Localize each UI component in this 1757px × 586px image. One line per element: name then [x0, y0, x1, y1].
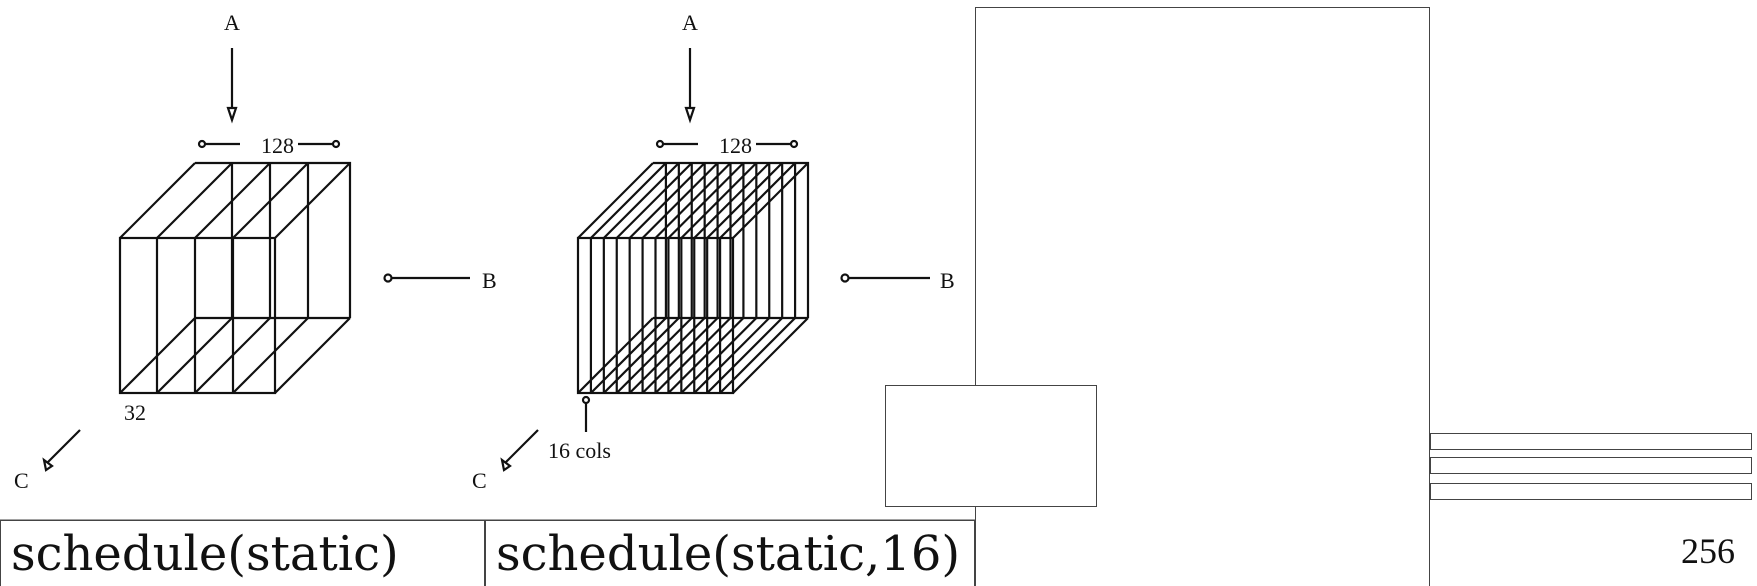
- right-label-c: C: [472, 468, 487, 493]
- stacked-bar-3: [1430, 483, 1752, 500]
- slice-line: [654, 162, 732, 239]
- right-label-b: B: [940, 268, 955, 293]
- left-dim-width: 128: [261, 133, 294, 158]
- slice-line: [706, 162, 783, 239]
- slice-line: [615, 162, 693, 239]
- caption-left-text: schedule(static): [11, 526, 399, 582]
- stacked-bar-1: [1430, 433, 1752, 450]
- right-dim-cols: 16 cols: [548, 438, 611, 463]
- matrix-partition-figure: A 128 B 32 C A 128 B 16 cols C: [0, 10, 975, 520]
- slice-line: [667, 162, 745, 239]
- arrow-a-head: [226, 106, 238, 124]
- right-label-a: A: [682, 10, 698, 35]
- small-empty-box: [885, 385, 1097, 507]
- left-label-a: A: [224, 10, 240, 35]
- slice-line: [719, 317, 796, 394]
- caption-right: schedule(static,16): [485, 520, 975, 586]
- right-diagram: [500, 48, 930, 472]
- slice-line: [693, 162, 771, 239]
- left-label-c: C: [14, 468, 29, 493]
- slice-line: [641, 162, 719, 239]
- page-number: 256: [1681, 531, 1735, 571]
- caption-left: schedule(static): [0, 520, 485, 586]
- cube-front-face: [118, 236, 277, 395]
- right-slices: [589, 162, 797, 394]
- left-dim-depth: 32: [124, 400, 146, 425]
- caption-right-text: schedule(static,16): [496, 526, 961, 582]
- slice-line: [719, 162, 796, 239]
- left-label-b: B: [482, 268, 497, 293]
- slice-line: [680, 162, 758, 239]
- right-dim-width: 128: [719, 133, 752, 158]
- left-diagram: [42, 48, 470, 472]
- stacked-bar-2: [1430, 457, 1752, 474]
- slice-line: [603, 162, 680, 239]
- left-slices: [155, 162, 310, 394]
- slice-line: [590, 162, 667, 239]
- slice-line: [628, 162, 706, 239]
- arrow-c-line: [47, 429, 81, 463]
